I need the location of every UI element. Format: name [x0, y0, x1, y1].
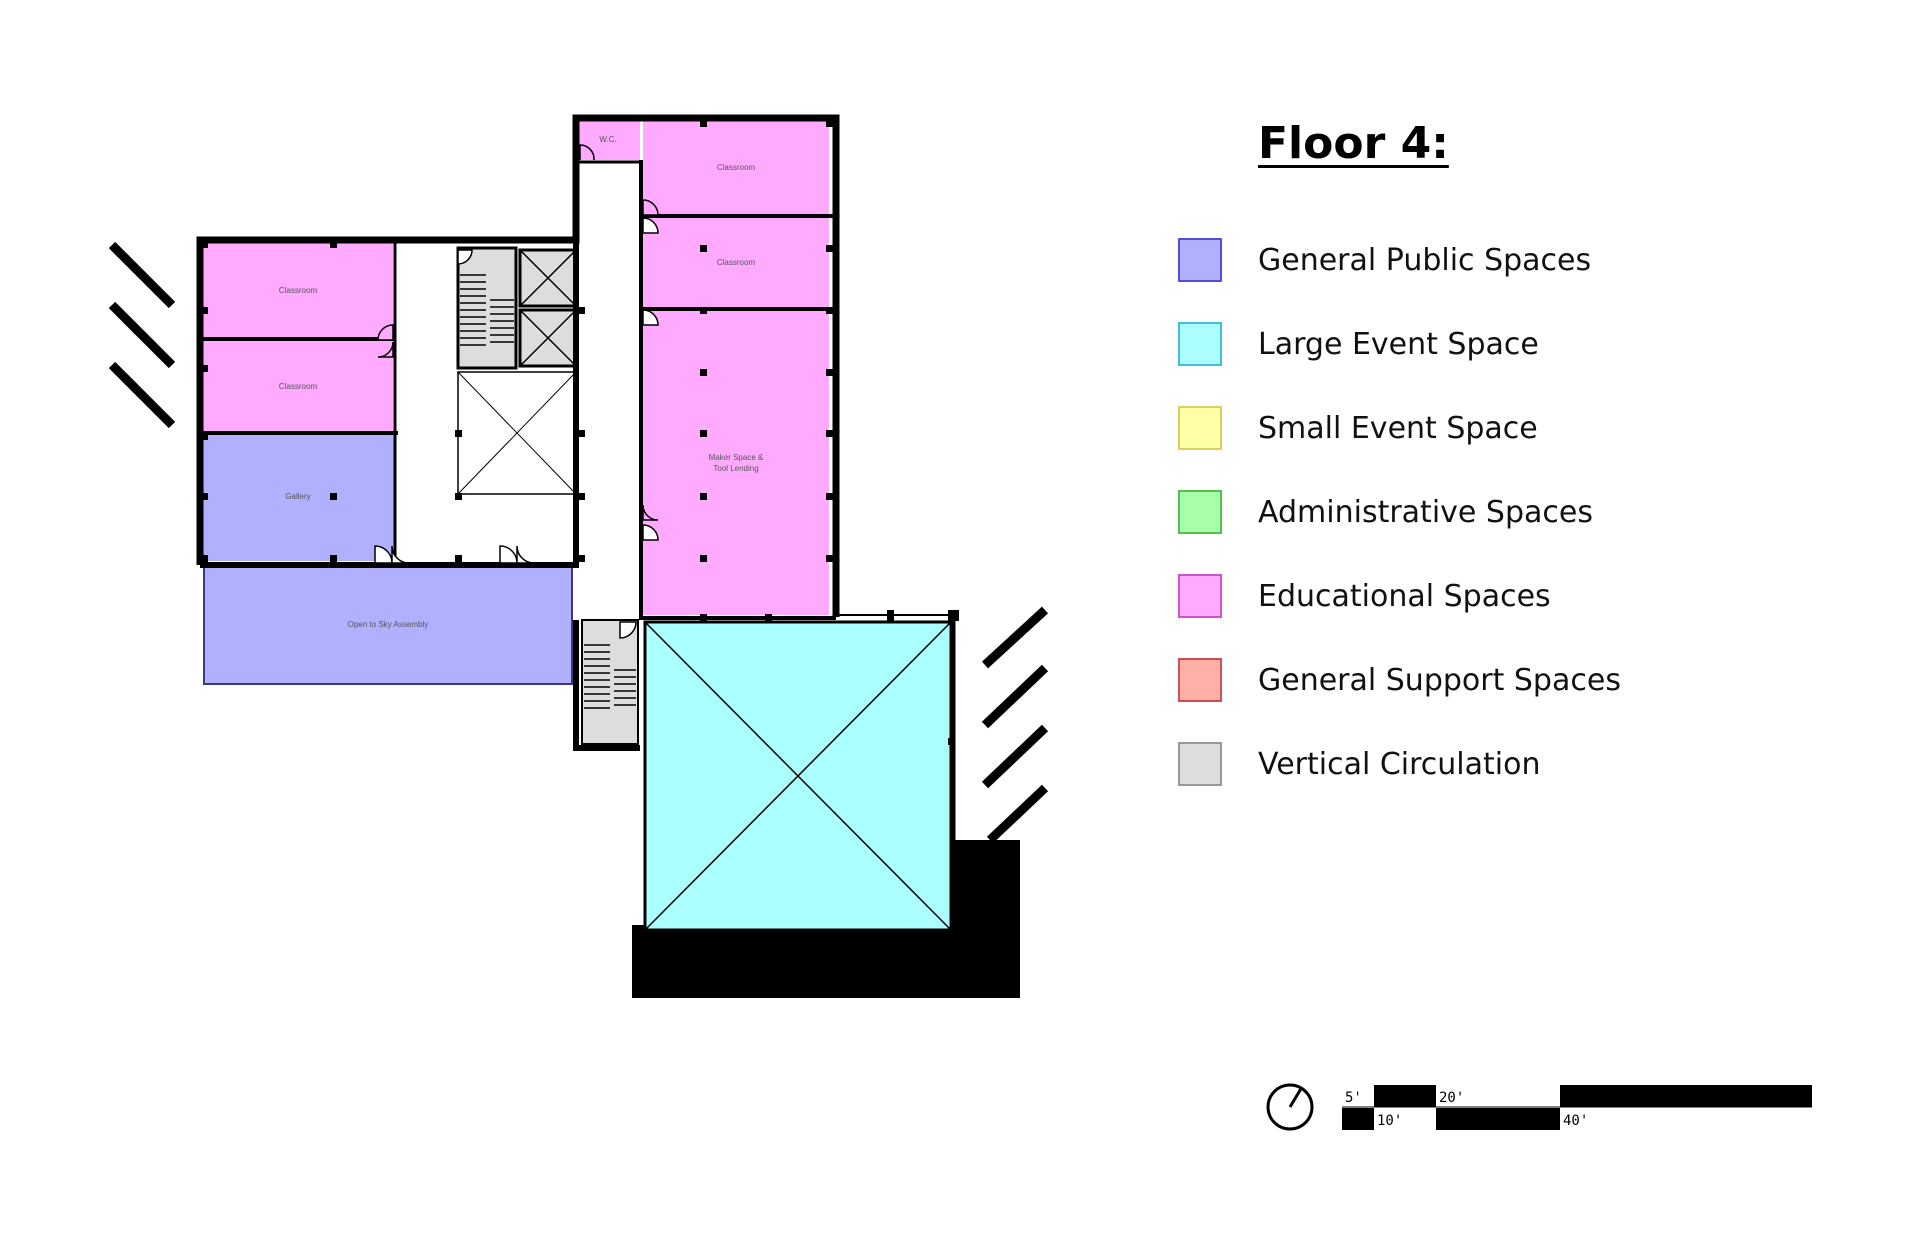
legend-item-administrative: Administrative Spaces: [1178, 490, 1698, 538]
legend-swatch-small-event: [1178, 406, 1222, 450]
room-label-maker-space-1: Maker Space &: [709, 453, 764, 462]
scale-bar: [1342, 1085, 1812, 1130]
scale-label-20: 20': [1439, 1090, 1464, 1106]
room-label-classroom-left-2: Classroom: [279, 382, 318, 391]
legend-label-support: General Support Spaces: [1258, 663, 1621, 698]
atrium-void: [457, 371, 577, 495]
room-classroom-left-2: [203, 340, 393, 432]
legend-label-administrative: Administrative Spaces: [1258, 495, 1593, 530]
north-arrow-icon: [1266, 1083, 1314, 1131]
door-swings: [374, 144, 659, 639]
legend-label-educational: Educational Spaces: [1258, 579, 1551, 614]
room-maker-space: [643, 310, 829, 615]
scale-label-10: 10': [1377, 1113, 1402, 1129]
room-label-gallery: Gallery: [285, 492, 310, 501]
legend-swatch-circulation: [1178, 742, 1222, 786]
stair-lower: [581, 619, 639, 745]
stair-upper: [456, 246, 518, 370]
hatch-left: [108, 241, 176, 429]
room-open-to-sky: [203, 565, 573, 685]
legend-label-public: General Public Spaces: [1258, 243, 1592, 278]
legend-item-public: General Public Spaces: [1178, 238, 1698, 286]
room-classroom-left-1: [203, 243, 393, 338]
room-label-classroom-left-1: Classroom: [279, 286, 318, 295]
legend-swatch-support: [1178, 658, 1222, 702]
legend-label-circulation: Vertical Circulation: [1258, 747, 1541, 782]
large-event-space: [643, 620, 953, 932]
hatch-right: [981, 606, 1049, 844]
room-classroom-right-1: [643, 120, 829, 215]
room-label-maker-space-2: Tool Lending: [713, 464, 758, 473]
room-label-classroom-right-2: Classroom: [717, 258, 756, 267]
legend-swatch-educational: [1178, 574, 1222, 618]
room-label-classroom-right-1: Classroom: [717, 163, 756, 172]
floor-title: Floor 4:: [1258, 118, 1449, 169]
legend-item-circulation: Vertical Circulation: [1178, 742, 1698, 790]
legend-item-support: General Support Spaces: [1178, 658, 1698, 706]
legend-label-small-event: Small Event Space: [1258, 411, 1538, 446]
room-label-wc: W.C.: [599, 135, 616, 144]
legend-swatch-large-event: [1178, 322, 1222, 366]
legend-label-large-event: Large Event Space: [1258, 327, 1539, 362]
legend-item-educational: Educational Spaces: [1178, 574, 1698, 622]
room-gallery: [203, 434, 395, 561]
legend-swatch-public: [1178, 238, 1222, 282]
scale-label-5: 5': [1345, 1090, 1362, 1106]
legend-item-small-event: Small Event Space: [1178, 406, 1698, 454]
room-classroom-right-2: [643, 218, 829, 308]
structural-columns: [201, 120, 959, 745]
scale-label-40: 40': [1563, 1113, 1588, 1129]
roof-mass: [632, 840, 1020, 998]
legend-item-large-event: Large Event Space: [1178, 322, 1698, 370]
walls: [196, 114, 956, 845]
room-label-open-to-sky: Open to Sky Assembly: [348, 620, 428, 629]
legend-swatch-administrative: [1178, 490, 1222, 534]
